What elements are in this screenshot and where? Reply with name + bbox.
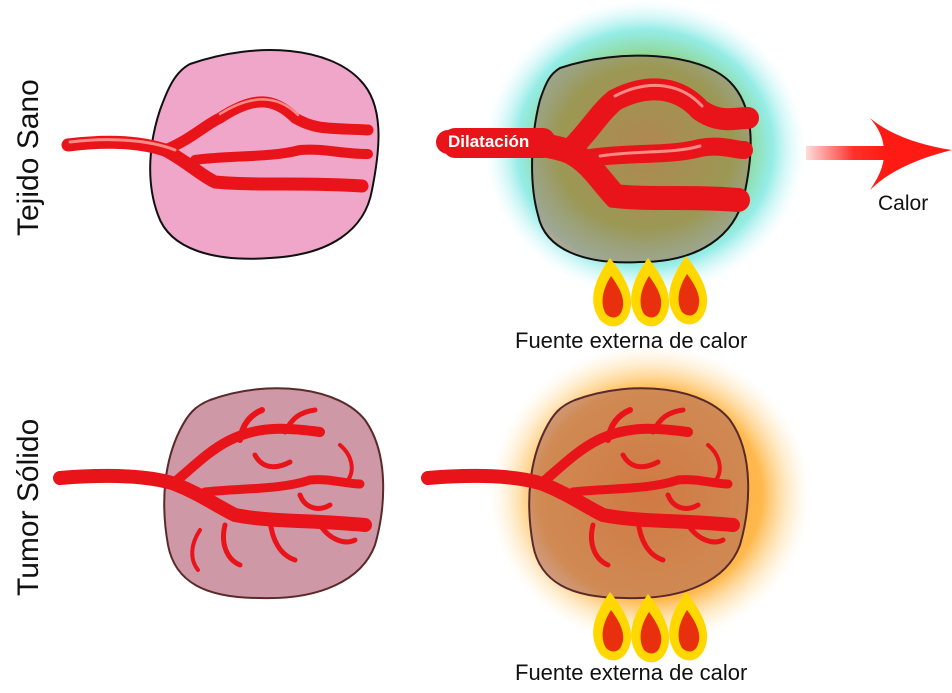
tumor-panel xyxy=(60,388,383,598)
heat-source-label-bottom: Fuente externa de calor xyxy=(515,660,747,686)
heat-output-arrow xyxy=(806,118,952,190)
heat-source-label-top: Fuente externa de calor xyxy=(515,328,747,354)
healthy-tissue-panel xyxy=(68,50,379,259)
row-label-healthy: Tejido Sano xyxy=(12,79,46,236)
dilation-label: Dilatación xyxy=(448,132,529,152)
flame-group-top xyxy=(593,256,707,326)
heated-tumor-panel xyxy=(428,345,810,645)
flame-group-bottom xyxy=(593,592,707,662)
heat-out-label: Calor xyxy=(878,192,928,216)
row-label-tumor: Tumor Sólido xyxy=(12,419,46,596)
